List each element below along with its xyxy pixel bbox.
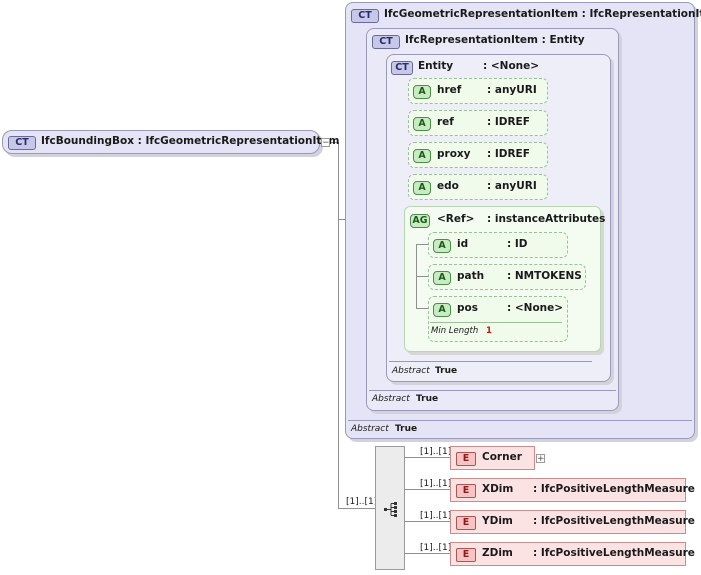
abstract-value: True	[435, 366, 458, 376]
abstract-label: Abstract	[392, 366, 430, 376]
attribute-id[interactable]: A id : ID	[428, 232, 568, 258]
attribute-icon: A	[413, 117, 431, 131]
abstract-label: Abstract	[372, 394, 410, 404]
attribute-icon: A	[433, 239, 451, 253]
expand-icon[interactable]: +	[536, 454, 545, 464]
connector-line	[338, 142, 339, 508]
facet-value: 1	[486, 326, 492, 336]
attribute-type: : IDREF	[487, 116, 530, 128]
facet-label: Min Length	[431, 326, 479, 336]
attribute-group-icon: AG	[410, 214, 430, 228]
attribute-name: proxy	[437, 148, 471, 160]
sequence-cardinality: [1]..[1]	[346, 497, 378, 507]
attribute-type: : IDREF	[487, 148, 530, 160]
attribute-name: pos	[457, 302, 478, 314]
divider	[348, 420, 692, 421]
attribute-type: : anyURI	[487, 84, 537, 96]
rep-item-title: IfcRepresentationItem : Entity	[405, 34, 585, 46]
attribute-name: path	[457, 270, 485, 282]
attribute-group-type: : instanceAttributes	[487, 213, 606, 225]
root-type-label: IfcBoundingBox : IfcGeometricRepresentat…	[41, 135, 340, 147]
divider	[389, 361, 592, 362]
element-cardinality: [1]..[1]	[420, 543, 452, 553]
geom-item-title: IfcGeometricRepresentationItem : IfcRepr…	[384, 8, 701, 20]
element-type: : IfcPositiveLengthMeasure	[533, 515, 695, 527]
connector-line	[404, 521, 450, 522]
element-type: : IfcPositiveLengthMeasure	[533, 547, 695, 559]
complex-type-icon: CT	[372, 35, 400, 49]
attribute-type: : NMTOKENS	[507, 270, 582, 282]
sequence-compositor[interactable]	[375, 446, 405, 570]
element-name: Corner	[482, 451, 522, 463]
element-icon: E	[456, 452, 476, 466]
attribute-icon: A	[433, 271, 451, 285]
element-name: XDim	[482, 483, 514, 495]
element-icon: E	[456, 484, 476, 498]
attribute-pos[interactable]: A pos : <None> Min Length 1	[428, 296, 568, 342]
attribute-name: href	[437, 84, 462, 96]
attribute-type: : ID	[507, 238, 528, 250]
attribute-type: : <None>	[507, 302, 564, 314]
divider	[369, 390, 616, 391]
entity-type-value: : <None>	[483, 60, 540, 72]
element-cardinality: [1]..[1]	[420, 479, 452, 489]
abstract-value: True	[395, 424, 418, 434]
element-icon: E	[456, 516, 476, 530]
attribute-proxy[interactable]: A proxy : IDREF	[408, 142, 548, 168]
connector-line	[416, 244, 428, 245]
element-name: YDim	[482, 515, 513, 527]
connector-line	[416, 276, 428, 277]
sequence-icon	[384, 502, 397, 517]
attribute-href[interactable]: A href : anyURI	[408, 78, 548, 104]
attribute-icon: A	[413, 181, 431, 195]
attribute-name: ref	[437, 116, 454, 128]
connector-line	[416, 308, 428, 309]
root-complex-type[interactable]: CT IfcBoundingBox : IfcGeometricRepresen…	[2, 130, 339, 154]
attribute-name: edo	[437, 180, 459, 192]
connector-line	[338, 508, 375, 509]
attribute-icon: A	[413, 85, 431, 99]
complex-type-icon: CT	[351, 9, 379, 23]
divider	[430, 322, 562, 323]
element-cardinality: [1]..[1]	[420, 511, 452, 521]
attribute-ref[interactable]: A ref : IDREF	[408, 110, 548, 136]
element-zdim[interactable]: E ZDim : IfcPositiveLengthMeasure	[450, 542, 695, 566]
attribute-edo[interactable]: A edo : anyURI	[408, 174, 548, 200]
element-xdim[interactable]: E XDim : IfcPositiveLengthMeasure	[450, 478, 695, 502]
complex-type-icon: CT	[8, 136, 36, 150]
abstract-label: Abstract	[351, 424, 389, 434]
attribute-group-name: <Ref>	[437, 213, 475, 225]
attribute-name: id	[457, 238, 469, 250]
element-ydim[interactable]: E YDim : IfcPositiveLengthMeasure	[450, 510, 695, 534]
element-name: ZDim	[482, 547, 513, 559]
connector-line	[404, 489, 450, 490]
element-type: : IfcPositiveLengthMeasure	[533, 483, 695, 495]
attribute-type: : anyURI	[487, 180, 537, 192]
connector-line	[404, 457, 450, 458]
attribute-icon: A	[433, 303, 451, 317]
attribute-icon: A	[413, 149, 431, 163]
complex-type-icon: CT	[391, 61, 413, 75]
element-corner[interactable]: E Corner	[450, 446, 535, 470]
abstract-value: True	[416, 394, 439, 404]
element-icon: E	[456, 548, 476, 562]
collapse-icon[interactable]: −	[321, 138, 330, 148]
attribute-path[interactable]: A path : NMTOKENS	[428, 264, 586, 290]
entity-name: Entity	[418, 60, 454, 72]
element-cardinality: [1]..[1]	[420, 447, 452, 457]
connector-line	[404, 553, 450, 554]
